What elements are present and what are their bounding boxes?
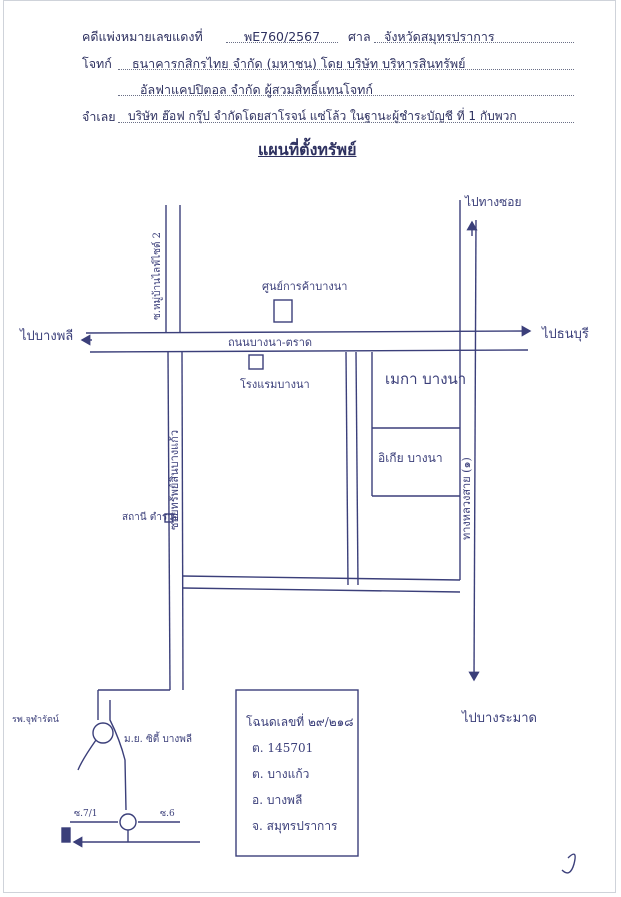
landmark-north-marker [273,299,293,323]
building-mark [61,827,71,843]
inner-road-left [345,351,349,586]
circle-right-label: ม.ย. ซิตี้ บางพลี [124,731,192,745]
property-block-label: เมกา บางนา [385,370,466,388]
plaintiff-label: โจทก์ [82,56,112,71]
info-line4: อ. บางพลี [252,793,302,807]
highway-right [468,219,480,682]
info-line1: โฉนดเลขที่ ๒๙/๒๑๘ [246,713,354,729]
access-road-branch [77,739,97,771]
case-number: พE760/2567 [244,29,321,44]
landmark-south-marker [248,354,264,370]
inner-road-right [355,351,359,586]
to-north-label: ไปทางซอย [464,195,522,209]
landmark-south-label: โรงแรมบางนา [240,377,310,391]
roundabout-top [92,722,114,744]
court-name: จังหวัดสมุทรปราการ [384,29,495,44]
soi-left-top-label: ซ.หมู่บ้านไลฟ์ไซด์ 2 [151,232,163,320]
main-road-label: ถนนบางนา-ตราด [228,336,312,349]
plaintiff-line2: อัลฟาแคปปิตอล จำกัด ผู้สวมสิทธิ์แทนโจทก์ [140,82,373,97]
plaintiff-line1-rule [118,69,574,70]
police-box-label: สถานี ตำรวจ [122,511,179,523]
page-title: แผนที่ตั้งทรัพย์ [258,140,357,159]
roundabout-bottom [119,813,137,831]
signature-stroke [561,853,576,874]
soi-left-label: ซอยทรัพย์สินบางแก้ว [168,430,181,530]
circle-left-label: รพ.จุฬารัตน์ [12,713,59,725]
junction-left-label: ซ.7/1 [74,809,97,819]
main-road-bottom [89,349,529,353]
plaintiff-line1: ธนาคารกสิกรไทย จำกัด (มหาชน) โดย บริษัท … [132,56,466,71]
page-frame [3,0,616,893]
info-box-frame [235,689,359,857]
info-line2: ต. 145701 [252,741,313,755]
soi-south-right [181,351,184,691]
property-sub-label: อิเกีย บางนา [378,451,443,465]
defendant-name: บริษัท ฮ๊อฟ กรุ๊ป จำกัดโดยสาโรจน์ แซ่โล้… [128,109,517,123]
cross-road-top [181,575,461,581]
soi-south-left [167,351,171,691]
plaintiff-line2-rule [118,95,574,96]
court-label: ศาล [348,29,371,44]
case-label: คดีแพ่งหมายเลขแดงที่ [82,29,203,44]
defendant-label: จำเลย [82,109,116,124]
main-road-top [85,325,532,337]
landmark-north-label: ศูนย์การค้าบางนา [262,280,347,293]
to-south-label: ไปบางระมาด [461,710,537,726]
to-east-label: ไปธนบุรี [541,326,589,342]
soi-right-label: ทางหลวงสาย (๑) [460,457,473,540]
to-west-label: ไปบางพลี [19,328,73,344]
info-line3: ต. บางแก้ว [252,767,309,781]
police-box-marker [164,513,174,523]
defendant-rule [118,122,574,123]
junction-right-label: ซ.6 [160,809,175,819]
court-line [374,42,574,43]
access-road-curve [109,700,127,811]
case-number-line [226,42,338,43]
info-line5: จ. สมุทรปราการ [252,819,338,834]
cross-road-bottom [182,587,461,593]
